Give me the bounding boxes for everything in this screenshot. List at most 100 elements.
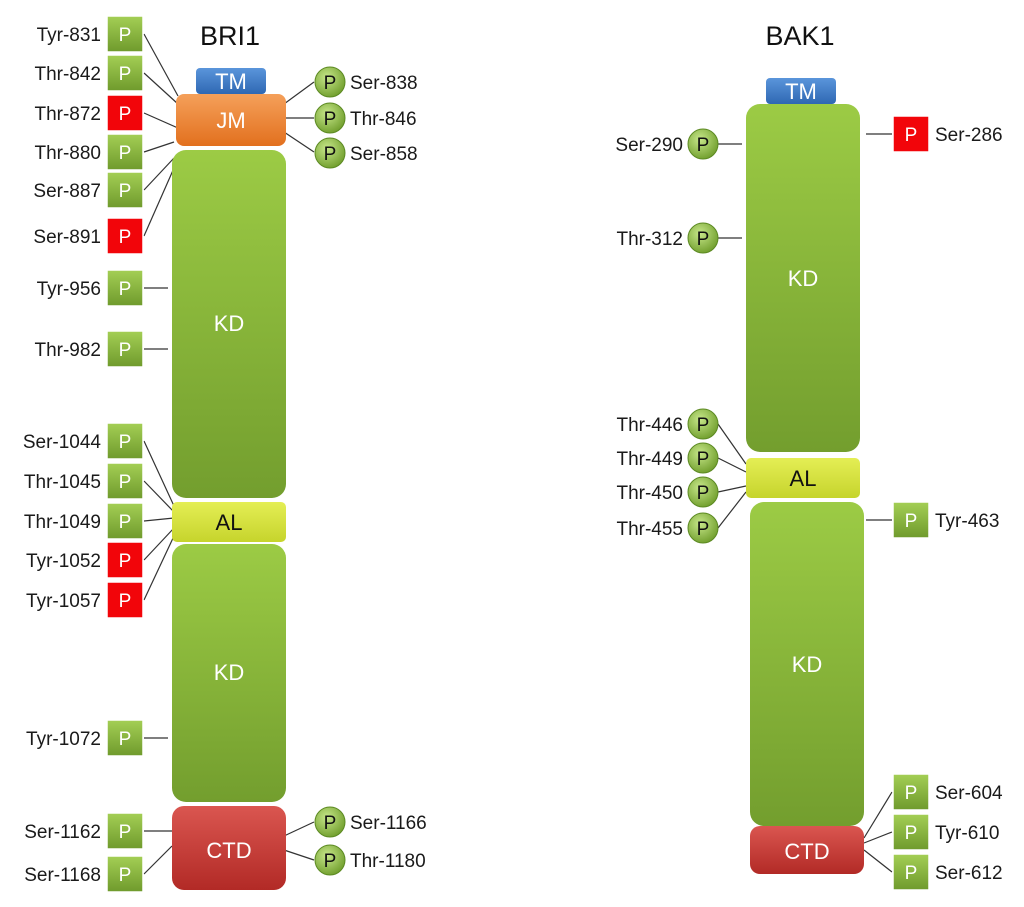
phospho-square-marker [106,133,144,171]
site-label: Thr-880 [34,143,101,164]
bak1-tm-label: TM [785,79,817,104]
phospho-marker-letter: P [697,415,710,436]
phospho-square-marker [106,462,144,500]
phospho-marker-letter: P [119,551,132,572]
phospho-marker-letter: P [119,432,132,453]
bri1-jm-label: JM [216,108,245,133]
bak1-kd-domain-1: KD [746,104,860,452]
site-label: Thr-872 [34,104,101,125]
bak1-tm-domain: TM [766,78,836,104]
bak1-site-ser-290: P Ser-290 [615,128,719,160]
bri1-tm-domain: TM [196,68,266,94]
bri1-ctd-label: CTD [206,838,251,863]
phospho-marker-letter: P [697,135,710,156]
bri1-site-ser-891: P Ser-891 [33,217,144,255]
phospho-marker-letter: P [119,227,132,248]
site-label: Ser-290 [615,135,683,156]
phospho-marker-letter: P [119,729,132,750]
phospho-marker-letter: P [119,591,132,612]
site-label: Tyr-1057 [26,591,101,612]
phospho-marker-letter: P [905,863,918,884]
bri1-connector-lines [143,33,315,875]
phospho-square-marker [892,501,930,539]
bri1-kd-domain-2: KD [172,544,286,802]
bak1-al-domain: AL [746,458,860,498]
bri1-kd1-label: KD [214,311,245,336]
phospho-circle-marker [314,137,346,169]
phospho-marker-letter: P [119,143,132,164]
bak1-site-thr-312: P Thr-312 [616,222,719,254]
phospho-circle-marker [687,442,719,474]
bri1-protein: BRI1 TM JM KD AL KD CTD [172,21,286,890]
site-label: Tyr-1052 [26,551,101,572]
site-label: Thr-1049 [24,512,101,533]
site-label: Ser-858 [350,144,418,165]
phospho-marker-letter: P [905,125,918,146]
bak1-phospho-sites: PSer-290PThr-312PThr-446PThr-449PThr-450… [615,115,1003,891]
site-label: Ser-604 [935,783,1003,804]
phospho-square-marker [892,853,930,891]
phospho-circle-marker [687,128,719,160]
site-label: Thr-446 [616,415,683,436]
site-label: Thr-449 [616,449,683,470]
phospho-square-marker [106,719,144,757]
phospho-marker-letter: P [905,783,918,804]
site-label: Ser-891 [33,227,101,248]
site-label: Thr-312 [616,229,683,250]
bak1-kd-domain-2: KD [750,502,864,826]
bak1-protein: BAK1 TM KD AL KD CTD [746,21,864,874]
phospho-marker-letter: P [119,25,132,46]
bri1-site-tyr-1057: P Tyr-1057 [26,581,144,619]
phospho-square-marker [106,54,144,92]
phospho-marker-letter: P [119,181,132,202]
bak1-site-ser-604: P Ser-604 [892,773,1003,811]
bri1-ctd-domain: CTD [172,806,286,890]
bri1-title: BRI1 [200,21,260,51]
phospho-marker-letter: P [119,512,132,533]
bak1-kd1-label: KD [788,266,819,291]
site-label: Tyr-1072 [26,729,101,750]
phospho-marker-letter: P [119,64,132,85]
bri1-kd2-label: KD [214,660,245,685]
site-label: Thr-450 [616,483,683,504]
bri1-site-thr-872: P Thr-872 [34,94,144,132]
phospho-square-marker [106,541,144,579]
phospho-marker-letter: P [324,109,337,130]
phospho-marker-letter: P [119,279,132,300]
phospho-square-marker [106,217,144,255]
phospho-marker-letter: P [119,104,132,125]
bri1-site-thr-1049: P Thr-1049 [24,502,144,540]
site-label: Thr-1045 [24,472,101,493]
phospho-marker-letter: P [905,823,918,844]
phospho-square-marker [892,115,930,153]
phospho-circle-marker [314,66,346,98]
phospho-square-marker [106,812,144,850]
site-label: Tyr-956 [37,279,101,300]
bri1-jm-domain: JM [176,94,286,146]
phospho-circle-marker [687,512,719,544]
bak1-title: BAK1 [765,21,834,51]
bak1-connector-lines [717,133,893,873]
phospho-marker-letter: P [119,865,132,886]
phospho-marker-letter: P [697,229,710,250]
phospho-circle-marker [314,844,346,876]
phospho-circle-marker [314,102,346,134]
phospho-marker-letter: P [697,519,710,540]
bri1-site-tyr-956: P Tyr-956 [37,269,144,307]
phospho-marker-letter: P [324,851,337,872]
phospho-square-marker [106,422,144,460]
bak1-site-thr-446: P Thr-446 [616,408,719,440]
